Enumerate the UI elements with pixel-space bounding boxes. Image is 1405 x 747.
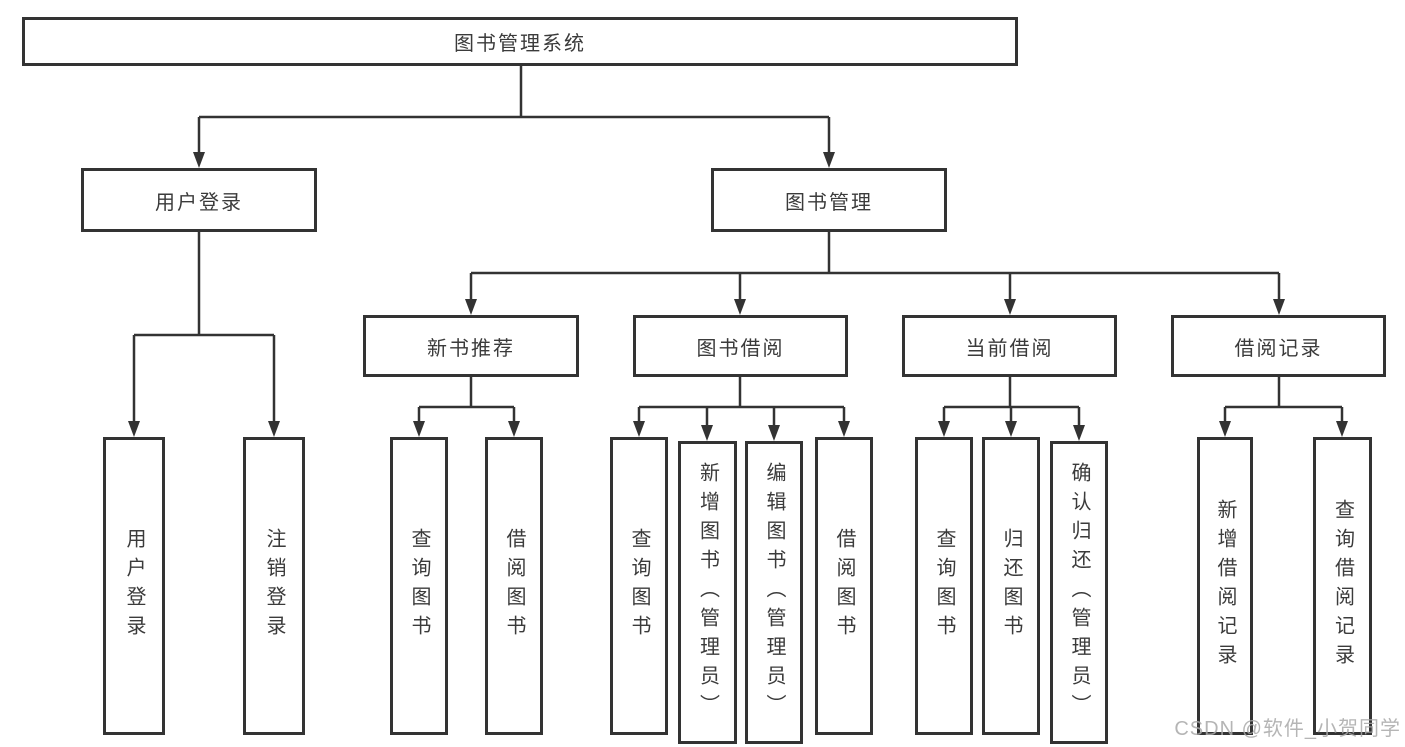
arrowheads — [128, 152, 1348, 441]
leaf-recommend-borrow-books: 借阅图书 — [485, 437, 543, 735]
leaf-current-confirm-return-admin: 确认归还（管理员） — [1050, 441, 1108, 744]
leaf-recommend-query-books: 查询图书 — [390, 437, 448, 735]
leaf-borrow-query-books: 查询图书 — [610, 437, 668, 735]
connector-records-to-leaves — [1223, 377, 1344, 422]
node-borrow-records: 借阅记录 — [1171, 315, 1386, 377]
connector-recommend-to-leaves — [417, 377, 516, 422]
leaf-current-return-books: 归还图书 — [982, 437, 1040, 735]
leaf-recommend-borrow-books-label: 借阅图书 — [503, 528, 525, 644]
leaf-current-return-books-label: 归还图书 — [1000, 528, 1022, 644]
leaf-borrow-edit-books-admin-label: 编辑图书（管理员） — [763, 462, 785, 723]
node-user-login-label: 用户登录 — [155, 191, 243, 214]
node-user-login: 用户登录 — [81, 168, 317, 232]
node-new-book-recommend-label: 新书推荐 — [427, 337, 515, 360]
node-book-borrow-label: 图书借阅 — [696, 337, 785, 360]
node-root-label: 图书管理系统 — [454, 33, 586, 55]
leaf-records-query-record-label: 查询借阅记录 — [1331, 499, 1354, 673]
watermark: CSDN @软件_小贺同学 — [1174, 718, 1401, 740]
connector-root-to-level2 — [197, 66, 831, 153]
node-book-management: 图书管理 — [711, 168, 947, 232]
leaf-borrow-borrow-books-label: 借阅图书 — [833, 528, 855, 644]
leaf-borrow-borrow-books: 借阅图书 — [815, 437, 873, 735]
leaf-records-query-record: 查询借阅记录 — [1313, 437, 1372, 735]
leaf-current-query-books-label: 查询图书 — [933, 528, 955, 644]
leaf-borrow-add-books-admin-label: 新增图书（管理员） — [696, 462, 719, 723]
leaf-borrow-query-books-label: 查询图书 — [628, 528, 650, 644]
node-book-management-label: 图书管理 — [785, 191, 873, 214]
leaf-borrow-add-books-admin: 新增图书（管理员） — [678, 441, 737, 744]
connector-current-to-leaves — [942, 377, 1081, 426]
leaf-logout: 注销登录 — [243, 437, 305, 735]
node-book-borrow: 图书借阅 — [633, 315, 848, 377]
node-new-book-recommend: 新书推荐 — [363, 315, 579, 377]
leaf-borrow-edit-books-admin: 编辑图书（管理员） — [745, 441, 803, 744]
leaf-user-login-label: 用户登录 — [123, 528, 145, 644]
leaf-user-login: 用户登录 — [103, 437, 165, 735]
leaf-current-confirm-return-admin-label: 确认归还（管理员） — [1068, 462, 1090, 723]
leaf-recommend-query-books-label: 查询图书 — [408, 528, 430, 644]
node-root: 图书管理系统 — [22, 17, 1018, 66]
connector-borrow-to-leaves — [637, 377, 846, 426]
node-borrow-records-label: 借阅记录 — [1234, 337, 1323, 360]
node-current-borrow-label: 当前借阅 — [965, 337, 1054, 360]
leaf-logout-label: 注销登录 — [263, 528, 285, 644]
node-current-borrow: 当前借阅 — [902, 315, 1117, 377]
connector-user-to-leaves — [132, 232, 276, 422]
connector-book-to-level3 — [469, 232, 1281, 300]
leaf-current-query-books: 查询图书 — [915, 437, 973, 735]
leaf-records-add-record: 新增借阅记录 — [1197, 437, 1253, 735]
leaf-records-add-record-label: 新增借阅记录 — [1214, 499, 1236, 673]
